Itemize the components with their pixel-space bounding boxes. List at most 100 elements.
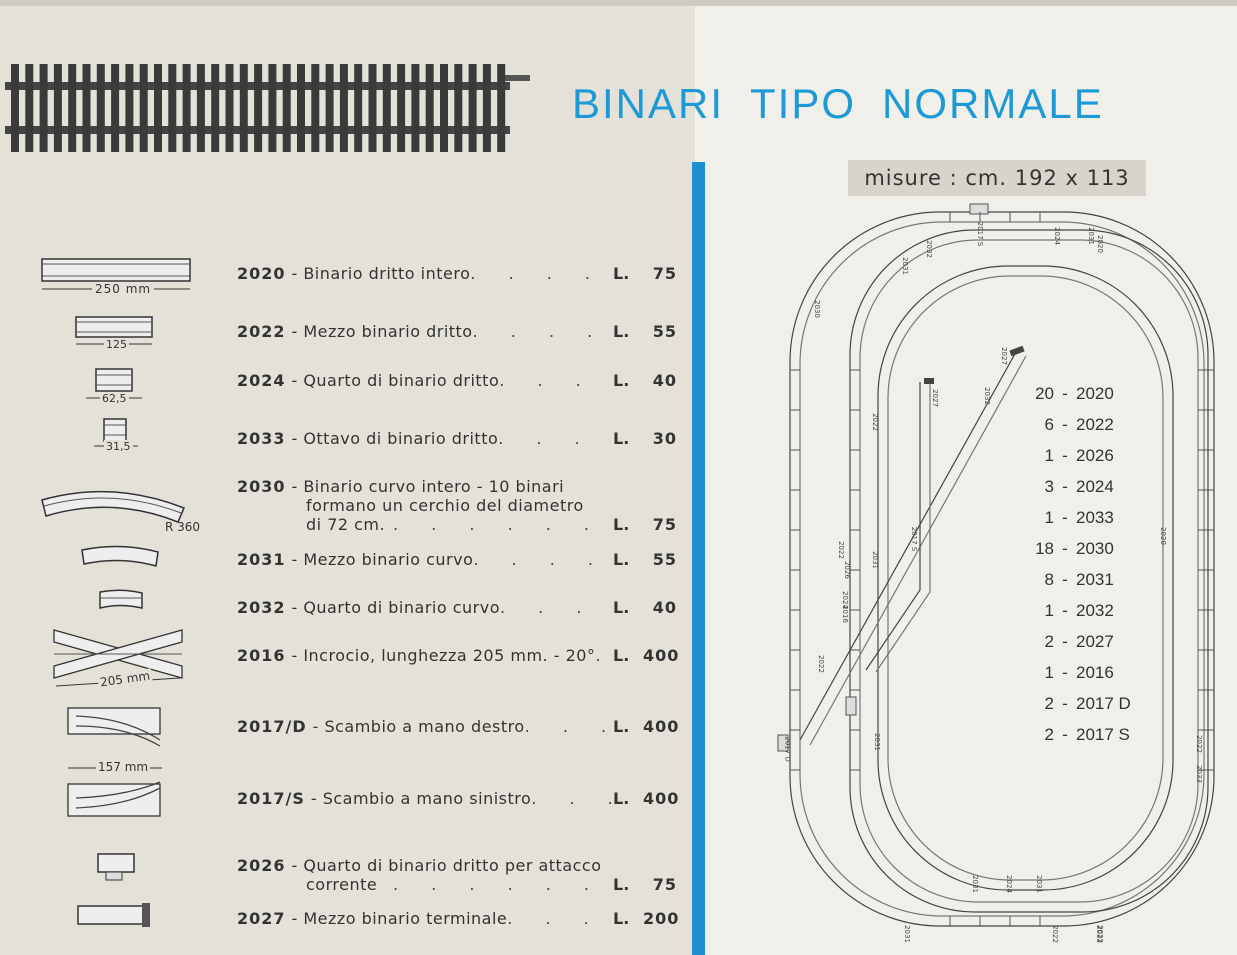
price: 400	[643, 789, 680, 808]
kit-qty: 2	[1044, 724, 1054, 744]
kit-qty: 18	[1035, 538, 1054, 558]
layout-piece-label: 2031	[970, 875, 979, 893]
kit-code: 2016	[1076, 662, 1114, 682]
sleeper	[53, 64, 62, 152]
part-code: 2030	[237, 477, 286, 496]
kit-qty: 3	[1044, 476, 1054, 496]
kit-qty: 6	[1044, 414, 1054, 434]
title-word-2: TIPO	[750, 80, 857, 127]
catalog-row: 2033-Ottavo di binario dritto. . . . .L.…	[237, 429, 677, 448]
kit-code: 2017 D	[1076, 693, 1131, 713]
kit-qty: 8	[1044, 569, 1054, 589]
kit-dash: -	[1062, 662, 1068, 682]
curved-full-track-icon	[41, 490, 185, 523]
switch-right-track-icon	[67, 707, 161, 747]
part-description: Mezzo binario dritto	[303, 322, 473, 341]
part-description: Scambio a mano destro	[324, 717, 525, 736]
kit-qty: 1	[1044, 600, 1054, 620]
price: 55	[652, 550, 677, 569]
sleeper	[239, 64, 248, 152]
leader-dots: . . . . .	[473, 550, 613, 569]
catalog-row: 2032-Quarto di binario curvo. . . . .L.4…	[237, 598, 677, 617]
kit-code: 2024	[1076, 476, 1114, 496]
kit-dash: -	[1062, 476, 1068, 496]
layout-piece-label: 2031	[872, 733, 881, 751]
page-top-edge	[0, 0, 1237, 6]
leader-dots: . . . . .	[524, 717, 613, 736]
layout-piece-label: 2027	[999, 347, 1008, 365]
layout-piece-label: 2033	[1194, 765, 1203, 783]
part-code: 2031	[237, 550, 286, 569]
part-code: 2033	[237, 429, 286, 448]
layout-piece-label: 2017 S	[976, 221, 985, 247]
catalog-row: 2024-Quarto di binario dritto. . . . .L.…	[237, 371, 677, 390]
kit-item: 6-2022	[1020, 409, 1140, 440]
kit-qty: 1	[1044, 445, 1054, 465]
sleeper	[382, 64, 391, 152]
crossing-track-icon	[53, 629, 183, 687]
sleeper	[39, 64, 48, 152]
separator: -	[291, 909, 298, 928]
separator: -	[291, 371, 298, 390]
layout-piece-label: 2030	[812, 300, 821, 318]
sleeper	[482, 64, 491, 152]
part-code: 2020	[237, 264, 286, 283]
catalog-row: 2017/D-Scambio a mano destro. . . . .L.4…	[237, 717, 680, 736]
currency: L.	[613, 264, 630, 283]
sleeper	[397, 64, 406, 152]
curved-quarter-track-icon	[99, 589, 143, 609]
price: 200	[643, 909, 680, 928]
kit-item: 1-2033	[1020, 502, 1140, 533]
sleeper	[82, 64, 91, 152]
layout-piece-label: 2022	[836, 541, 845, 559]
part-code: 2032	[237, 598, 286, 617]
kit-item: 1-2016	[1020, 657, 1140, 688]
layout-piece-label: 2032	[924, 240, 933, 258]
sleeper	[311, 64, 320, 152]
price: 400	[643, 717, 680, 736]
layout-piece-label: 2022	[870, 413, 879, 431]
separator: -	[291, 646, 298, 665]
leader-dots: . . . . .	[531, 789, 613, 808]
price: 40	[652, 371, 677, 390]
layout-piece-label: 2017 D	[783, 736, 792, 762]
sleeper	[154, 64, 162, 152]
kit-dash: -	[1062, 414, 1068, 434]
part-description-cont: formano un cerchio del diametro	[306, 496, 584, 515]
sleeper	[339, 64, 348, 152]
separator: -	[291, 598, 298, 617]
sleeper	[297, 64, 305, 152]
sleeper	[425, 64, 434, 152]
kit-code: 2020	[1076, 383, 1114, 403]
sleeper	[454, 64, 463, 152]
kit-code: 2033	[1076, 507, 1114, 527]
blue-divider-bar	[692, 162, 705, 955]
straight-quarter-track-icon	[86, 368, 142, 399]
layout-piece-label: 2020	[1095, 235, 1104, 253]
catalog-row: 2026-Quarto di binario dritto per attacc…	[237, 856, 677, 894]
sleeper	[368, 64, 377, 152]
price: 55	[652, 322, 677, 341]
kit-qty: 1	[1044, 662, 1054, 682]
right-panel	[695, 0, 1237, 955]
currency: L.	[613, 515, 630, 534]
part-code: 2017/D	[237, 717, 307, 736]
kit-code: 2026	[1076, 445, 1114, 465]
part-code: 2016	[237, 646, 286, 665]
catalog-row: 2017/S-Scambio a mano sinistro. . . . .L…	[237, 789, 680, 808]
part-description: Binario dritto intero	[303, 264, 471, 283]
layout-piece-label: 2031	[1034, 875, 1043, 893]
kit-item: 1-2032	[1020, 595, 1140, 626]
kit-item: 1-2026	[1020, 440, 1140, 471]
part-description: Quarto di binario curvo	[303, 598, 500, 617]
sleeper	[282, 64, 291, 152]
price: 75	[652, 875, 677, 894]
kit-dash: -	[1062, 507, 1068, 527]
sleeper	[440, 64, 448, 152]
separator: -	[291, 550, 298, 569]
layout-piece-label: 2032	[982, 387, 991, 405]
kit-code: 2031	[1076, 569, 1114, 589]
leader-dots: . . . . .	[499, 371, 613, 390]
